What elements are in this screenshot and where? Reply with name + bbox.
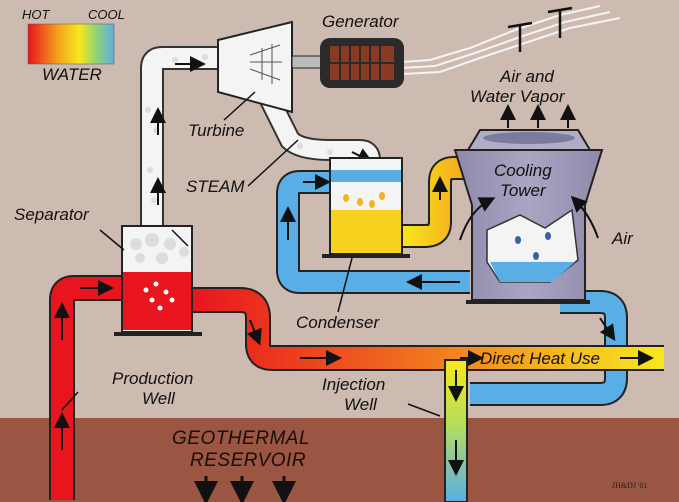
air-and-label: Air and [499,67,554,86]
cooling-label: Cooling [494,161,552,180]
legend-cool-label: COOL [88,7,125,22]
reservoir-label: RESERVOIR [190,450,306,471]
tower-label: Tower [500,181,547,200]
water-temperature-legend: HOT COOL WATER [22,7,125,84]
production-well-label: Well [142,389,176,408]
geothermal-reservoir-ground [0,418,679,502]
warm-water-pipe [400,156,470,248]
separator [114,225,202,336]
hot-water-pipe [49,275,664,500]
separator-label: Separator [14,205,90,224]
production-label: Production [112,369,193,388]
air-label: Air [611,229,634,248]
power-pole-icon [507,6,573,52]
signature-label: JH&DJ '01 [612,481,647,490]
legend-hot-label: HOT [22,7,51,22]
legend-water-label: WATER [42,65,102,84]
condenser [322,157,410,258]
injection-label: Injection [322,375,385,394]
injection-well-label: Well [344,395,378,414]
power-lines [401,5,621,75]
cooling-tower [453,104,604,304]
leader-lines [61,91,441,417]
steam-pipe [140,46,381,230]
injection-well-pipe [444,359,468,502]
generator-label: Generator [322,12,400,31]
generator [320,38,404,88]
steam-label: STEAM [186,177,245,196]
direct-heat-use-label: Direct Heat Use [480,349,600,368]
condenser-label: Condenser [296,313,381,332]
water-vapor-label: Water Vapor [470,87,566,106]
geothermal-label: GEOTHERMAL [172,428,310,449]
turbine-label: Turbine [188,121,244,140]
reservoir-flow-arrows [194,476,296,502]
